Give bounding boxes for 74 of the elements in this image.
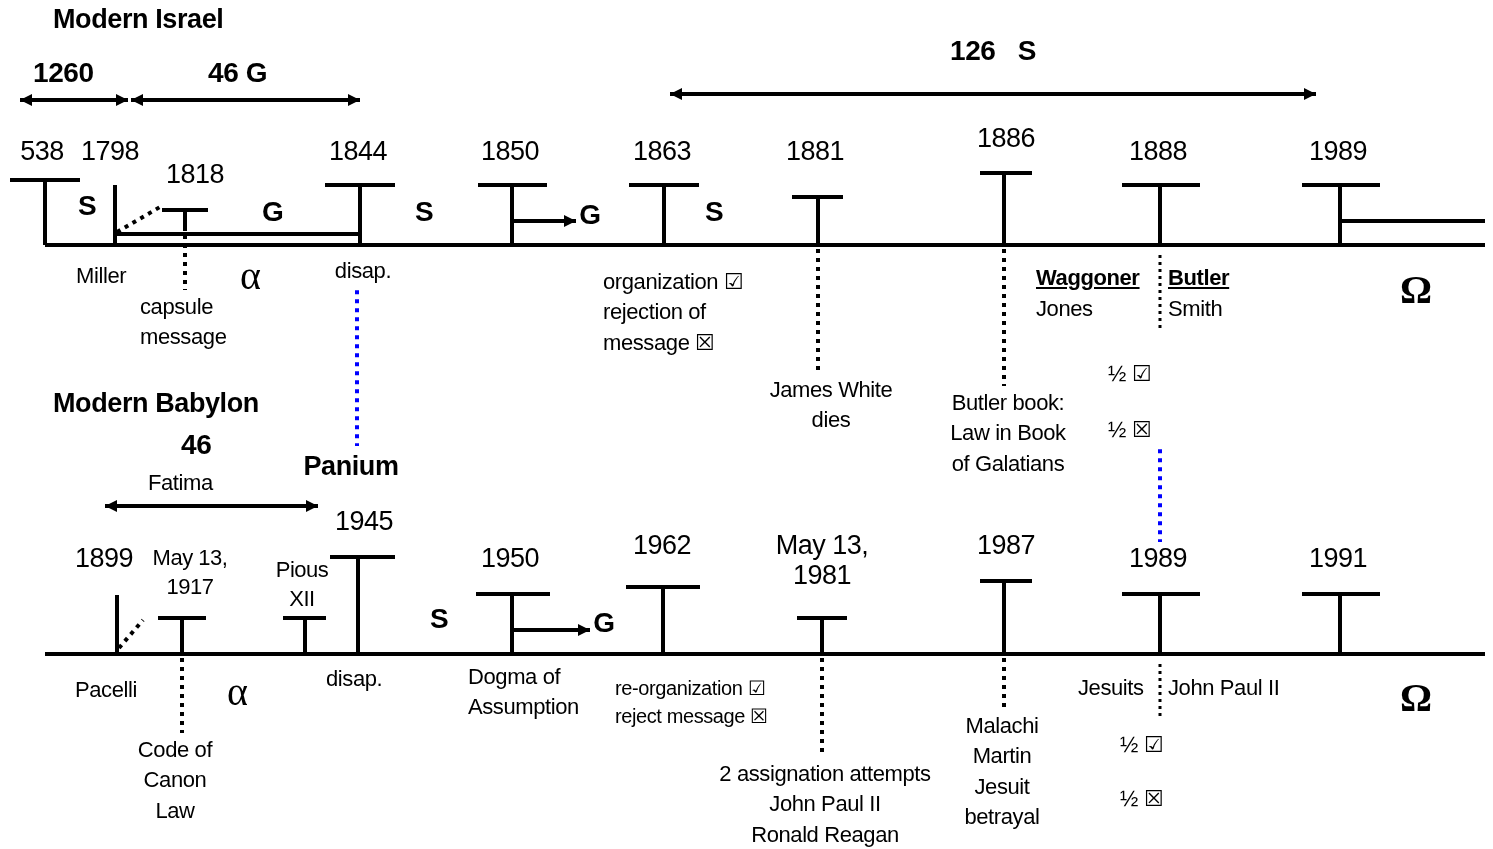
section-heading: Modern Israel [53, 3, 224, 36]
fraction-note: ½ ☒ [1108, 415, 1172, 446]
note-text: capsule message [140, 292, 240, 353]
year-label: 1945 [333, 507, 395, 537]
section-heading: Panium [298, 448, 404, 486]
year-label: 1863 [631, 137, 693, 167]
year-label: May 13, 1981 [774, 531, 870, 591]
period-letter: S [430, 602, 449, 636]
year-label: 1989 [1127, 544, 1189, 574]
year-label: 1899 [73, 544, 135, 574]
year-label: 1962 [631, 531, 693, 561]
dotted-connector [816, 249, 820, 373]
span-label: Fatima [148, 470, 213, 497]
note-text: James White dies [764, 375, 898, 436]
period-letter: G [578, 196, 602, 235]
event-note: organization ☑ rejection of message ☒ [603, 268, 745, 357]
period-letter: S [78, 189, 97, 223]
greek-letter: Ω [1400, 674, 1432, 722]
span-label: 126 S [950, 34, 1036, 68]
dotted-connector [117, 618, 145, 650]
note-text: Code of Canon Law [122, 735, 228, 827]
fraction-note: ½ ☒ [1120, 786, 1164, 813]
year-label: 1844 [327, 137, 389, 167]
dotted-connector [355, 290, 359, 446]
year-label: 1798 [79, 137, 141, 167]
fraction-note: ½ ☑ [1108, 361, 1152, 388]
span-label: 1260 [33, 56, 94, 90]
dotted-connector [180, 658, 184, 733]
year-label: Pious XII [275, 556, 329, 613]
greek-letter: α [240, 252, 261, 300]
period-letter: G [262, 195, 284, 229]
dotted-connector [1002, 658, 1006, 709]
dotted-connector [1158, 449, 1162, 542]
name-text: Jesuits [1078, 675, 1144, 702]
year-label: 1881 [784, 137, 846, 167]
year-label: 1850 [479, 137, 541, 167]
event-note: Pacelli [75, 676, 138, 704]
year-label: May 13, 1917 [151, 544, 229, 601]
arrow [514, 215, 576, 227]
dotted-connector [116, 205, 161, 234]
greek-letter: Ω [1400, 266, 1432, 314]
year-label: 1886 [975, 124, 1037, 154]
span-line [117, 232, 358, 236]
name-text: Butler [1168, 265, 1230, 292]
year-label: 1987 [975, 531, 1037, 561]
name-text: Waggoner [1036, 265, 1140, 292]
note-text: disap. [330, 256, 396, 287]
greek-letter: α [227, 668, 248, 716]
year-label: 1950 [479, 544, 541, 574]
period-letter: S [705, 195, 724, 229]
period-letter: G [592, 604, 616, 643]
year-label: 538 [19, 137, 65, 167]
section-heading: Modern Babylon [53, 387, 259, 420]
arrow [514, 624, 590, 636]
dotted-connector [183, 235, 187, 290]
name-text: Smith [1168, 296, 1223, 323]
dotted-connector [1002, 249, 1006, 386]
note-text: 2 assignation attempts John Paul II Ronald Reagan [700, 759, 950, 849]
year-label: 1888 [1127, 137, 1189, 167]
period-letter: S [415, 195, 434, 229]
year-label: 1991 [1307, 544, 1369, 574]
note-text: Malachi Martin Jesuit betrayal [948, 711, 1056, 833]
year-label: 1818 [164, 160, 226, 190]
note-text: Butler book: Law in Book of Galatians [944, 388, 1072, 480]
span-label: 46 [181, 428, 212, 462]
fraction-note: ½ ☑ [1120, 732, 1164, 759]
event-note: re-organization ☑ reject message ☒ [615, 676, 769, 729]
event-note: disap. [326, 665, 384, 693]
event-note: Dogma of Assumption [468, 663, 580, 722]
year-label: 1989 [1307, 137, 1369, 167]
name-text: Jones [1036, 296, 1093, 323]
name-text: John Paul II [1168, 675, 1280, 702]
span-label: 46 G [208, 56, 268, 90]
event-note: Miller [76, 262, 128, 290]
